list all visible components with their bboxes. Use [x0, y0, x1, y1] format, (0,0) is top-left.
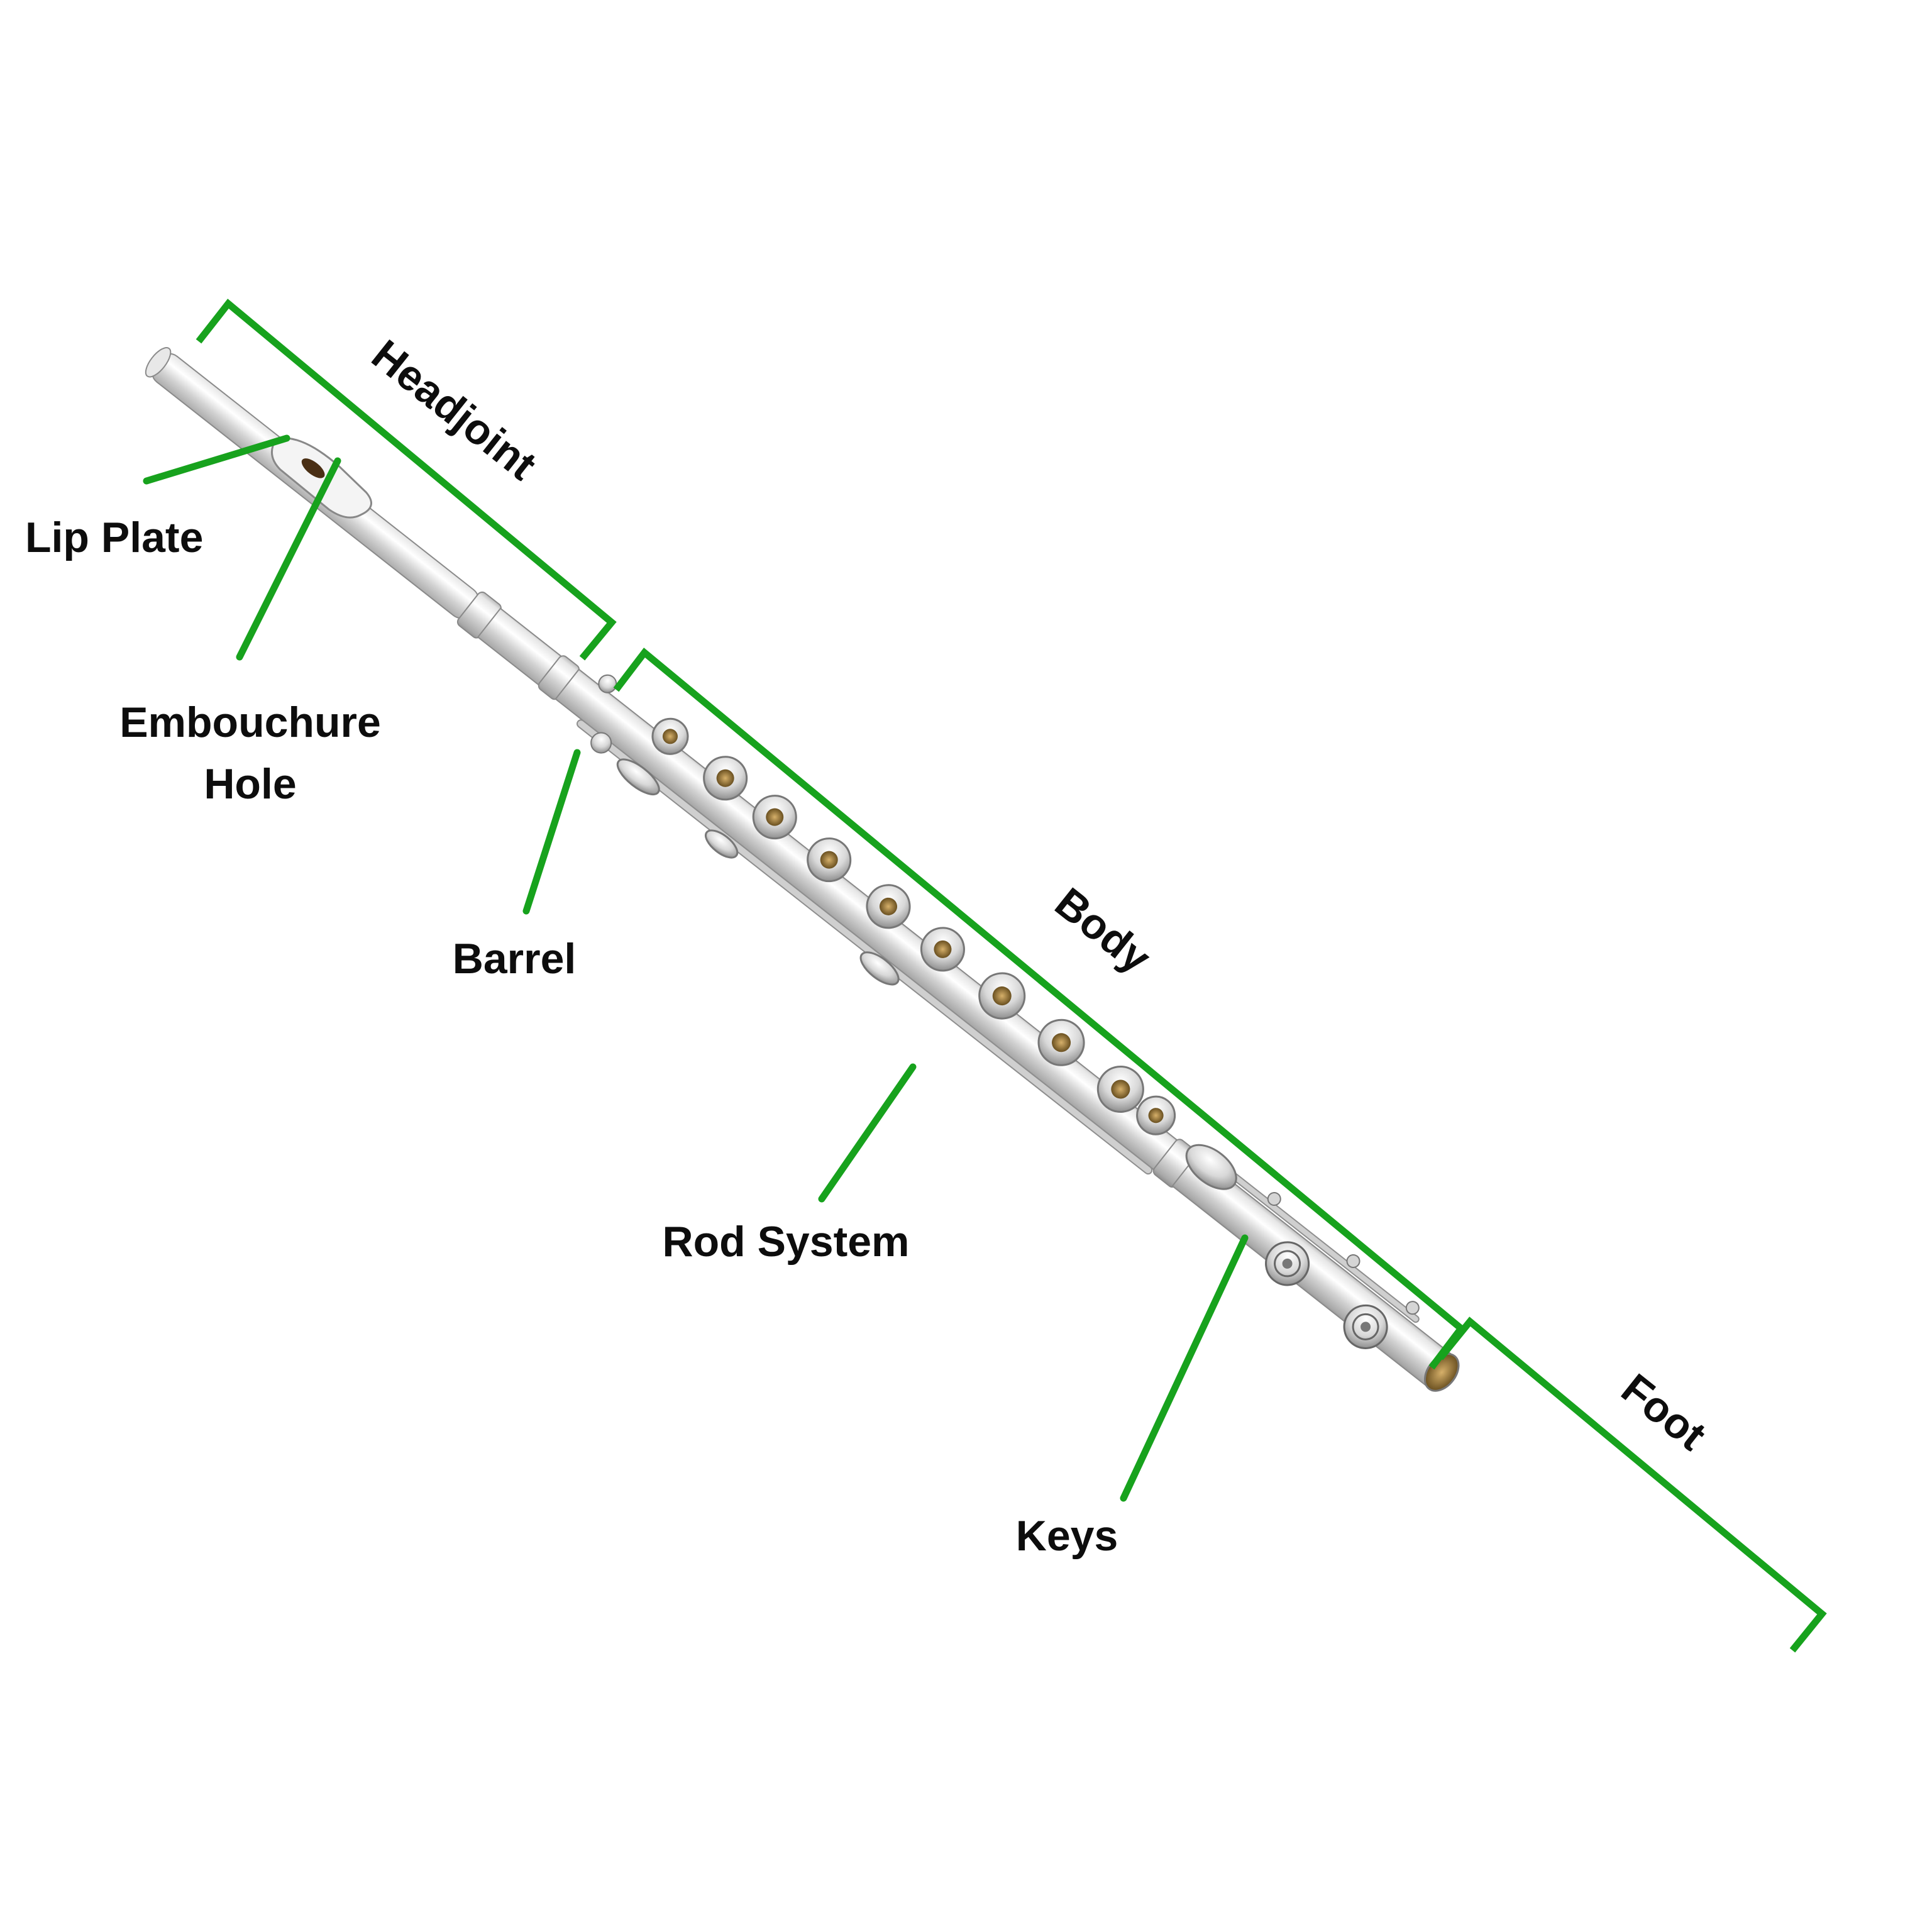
section-brackets	[196, 299, 1827, 1653]
body-keys	[590, 674, 1176, 1135]
embouchure-hole-leader	[236, 457, 341, 661]
keys-leader	[1120, 1234, 1249, 1502]
part-label-rod-system: Rod System	[663, 1218, 910, 1266]
leader-lines	[143, 434, 1249, 1502]
part-label-embouchure-line2: Hole	[204, 760, 296, 808]
rod	[577, 719, 1153, 1175]
headjoint-bracket	[196, 299, 617, 661]
foot-tube	[1171, 1153, 1455, 1389]
rod-system-leader	[818, 1063, 917, 1203]
part-label-keys: Keys	[1016, 1512, 1118, 1560]
section-label-headjoint: Headjoint	[363, 331, 545, 489]
crown-cap	[145, 347, 172, 378]
foot-bracket	[1437, 1317, 1827, 1653]
part-label-lip-plate: Lip Plate	[25, 514, 203, 561]
part-label-barrel: Barrel	[453, 935, 577, 983]
foot-keys	[1185, 1144, 1420, 1349]
barrel-leader	[522, 749, 581, 915]
part-label-embouchure-line1: Embouchure	[119, 698, 381, 746]
flute-illustration	[145, 347, 1460, 1392]
lip-plate-leader	[143, 434, 290, 485]
section-label-foot: Foot	[1613, 1364, 1715, 1459]
embouchure-hole-shape	[301, 458, 325, 478]
section-label-body: Body	[1046, 878, 1159, 982]
